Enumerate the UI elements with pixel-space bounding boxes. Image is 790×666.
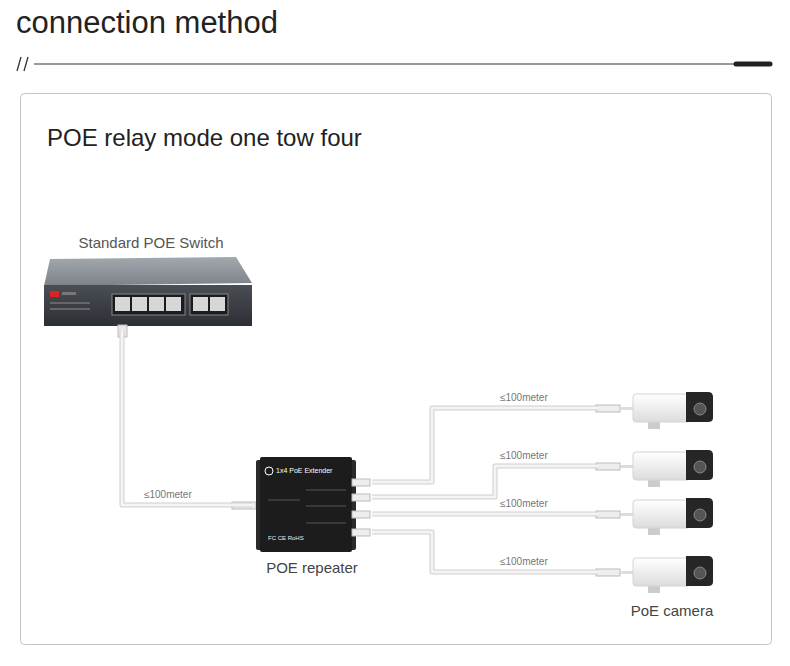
distance-label: ≤100meter <box>144 489 192 501</box>
network-cable <box>372 532 598 572</box>
section-heading: POE relay mode one tow four <box>47 124 362 153</box>
cable-core <box>372 408 598 482</box>
cable-core <box>372 532 598 572</box>
network-cable <box>372 408 598 482</box>
page-title: connection method <box>16 4 278 41</box>
network-cable <box>372 514 598 515</box>
cable-core <box>372 513 598 516</box>
cable-core <box>122 330 252 505</box>
camera-node: PoE camera <box>598 385 746 625</box>
device-print: FC CE RoHS <box>268 535 304 542</box>
cable-outline <box>372 408 598 482</box>
device-label: POE repeater <box>252 559 372 577</box>
distance-label: ≤100meter <box>500 498 548 510</box>
network-cable <box>372 466 598 497</box>
switch-node: Standard POE Switch <box>40 230 262 330</box>
cable-outline <box>122 330 252 505</box>
header-rule <box>17 57 770 71</box>
distance-label: ≤100meter <box>500 392 548 404</box>
panel-frame <box>21 94 772 645</box>
distance-label: ≤100meter <box>500 450 548 462</box>
repeater-illustration <box>232 457 370 552</box>
cable-outline <box>372 466 598 497</box>
repeater-node: 1x4 PoE Extender FC CE RoHS POE repeater <box>252 455 372 583</box>
cable-core <box>372 466 598 497</box>
camera-illustration <box>596 392 713 593</box>
network-cable <box>122 330 252 505</box>
device-label: Standard POE Switch <box>40 234 262 252</box>
switch-illustration <box>44 257 252 337</box>
device-print: 1x4 PoE Extender <box>276 467 332 475</box>
cable-outline <box>372 532 598 572</box>
device-label: PoE camera <box>598 602 746 620</box>
distance-label: ≤100meter <box>500 556 548 568</box>
cable-outline <box>372 512 598 517</box>
